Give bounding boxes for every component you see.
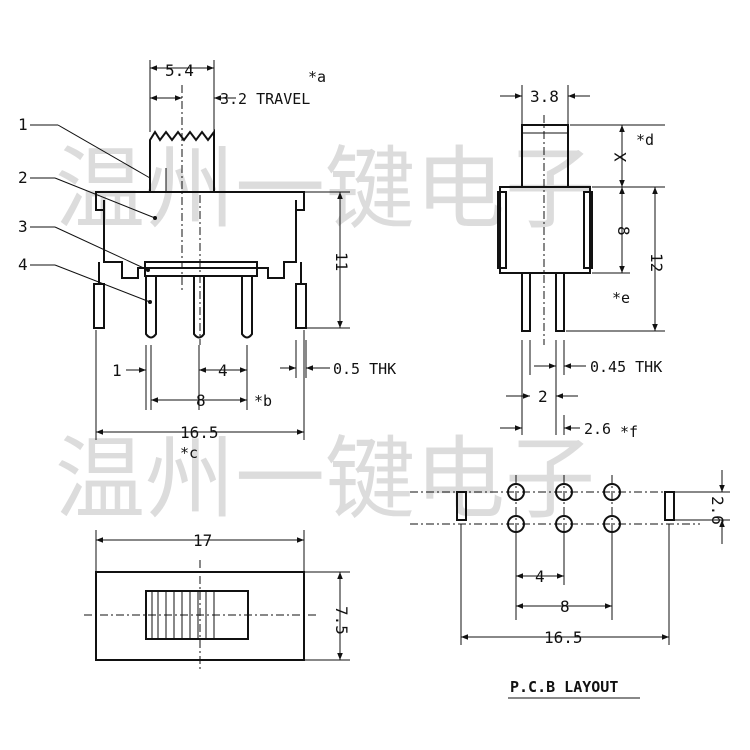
side-body-h: 8 [614,226,633,236]
pcb-pitch: 4 [535,567,545,586]
front-actuator [149,129,215,192]
front-dim-top: 5.4 [165,61,194,80]
callout-1: 1 [18,115,28,134]
side-note-e: *e [612,289,630,307]
side-note-d: *d [636,131,654,149]
callout-3-dot [146,268,150,272]
callout-2: 2 [18,168,28,187]
side-total-h: 12 [647,253,666,272]
watermark-row-1: 温州一键电子 [55,137,595,242]
side-dim-top: 3.8 [530,87,559,106]
callout-3: 3 [18,217,28,236]
callout-1-leader-b [57,124,151,179]
front-pitch-edge: 1 [112,361,122,380]
front-span: 8 [196,391,206,410]
pcb-span: 8 [560,597,570,616]
watermark: 温州一键电子 温州一键电子 [55,137,595,532]
pcb-title: P.C.B LAYOUT [510,678,618,696]
front-travel-label: 3.2 TRAVEL [220,90,310,108]
front-width: 16.5 [180,423,219,442]
side-pin-left [521,272,531,332]
front-tab-right [295,283,307,329]
callout-2-dot [153,216,157,220]
side-x-label: X [611,152,630,162]
side-body [499,186,591,274]
top-height: 7.5 [332,606,351,635]
front-pin-2 [193,276,205,339]
side-frame-right [583,191,593,269]
front-pin-1 [145,276,157,339]
side-thk: 0.45 THK [590,358,662,376]
front-pitch: 4 [218,361,228,380]
pcb-layout: 2.6 4 8 16.5 P.C.B LAYOUT [410,470,730,699]
side-pin-right [555,272,565,332]
callout-3-leader-b [54,226,149,271]
side-pin-gap: 2 [538,387,548,406]
front-note-a: *a [308,68,326,86]
pcb-width: 16.5 [544,628,583,647]
callout-4-leader-b [54,264,151,303]
watermark-row-2: 温州一键电子 [55,427,595,532]
top-width: 17 [193,531,212,550]
side-pin-w: 2.6 [584,420,611,438]
front-height: 11 [332,252,351,271]
front-thk: 0.5 THK [333,360,396,378]
front-pin-3 [241,276,253,339]
pcb-slot-right [664,491,675,521]
front-note-c: *c [180,444,198,462]
front-note-b: *b [254,392,272,410]
front-view: 1 2 3 4 5.4 3.2 TRAVEL *a 11 0 [18,60,396,462]
pcb-row-pitch: 2.6 [708,496,727,525]
callout-4-dot [148,300,152,304]
top-view: 17 7.5 [84,530,351,672]
callout-2-leader-b [54,177,156,219]
side-note-f: *f [620,423,638,441]
side-frame-left [497,191,507,269]
front-tab-left [93,283,105,329]
side-view: 3.8 X *d 8 12 *e 0.45 THK 2 2.6 *f [497,85,666,441]
callout-4: 4 [18,255,28,274]
